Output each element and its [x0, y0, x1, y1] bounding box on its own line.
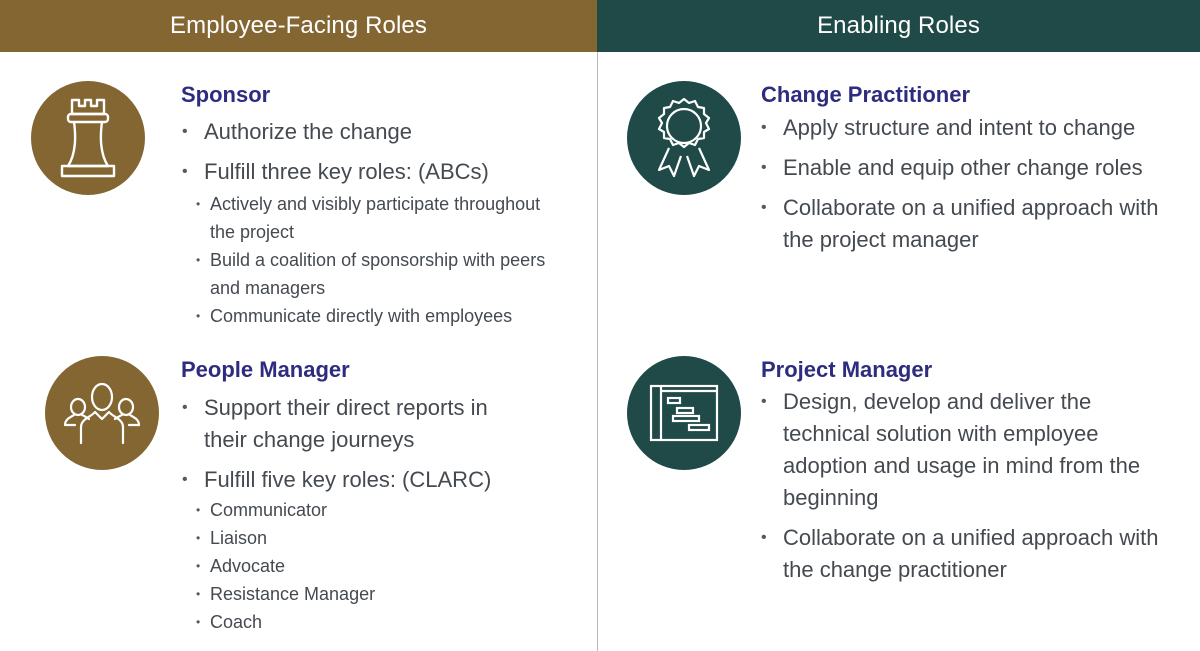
gantt-chart-icon	[649, 384, 719, 442]
chess-rook-icon	[56, 96, 120, 180]
enabling-roles-header: Enabling Roles	[597, 0, 1200, 52]
project-manager-title: Project Manager	[761, 357, 933, 382]
list-item: Resistance Manager	[196, 580, 522, 608]
list-item: Fulfill three key roles: (ABCs) Actively…	[182, 156, 582, 330]
people-manager-clarc-sub-bullets: Communicator Liaison Advocate Resistance…	[196, 496, 522, 636]
enabling-roles-title: Enabling Roles	[817, 12, 980, 39]
employee-facing-roles-header: Employee-Facing Roles	[0, 0, 597, 52]
sponsor-title: Sponsor	[181, 82, 271, 107]
list-item: Collaborate on a unified approach with t…	[761, 192, 1163, 256]
list-item: Apply structure and intent to change	[761, 112, 1181, 144]
list-item: Liaison	[196, 524, 522, 552]
list-item: Collaborate on a unified approach with t…	[761, 522, 1163, 586]
change-practitioner-bullets: Apply structure and intent to change Ena…	[761, 112, 1181, 264]
people-manager-title: People Manager	[181, 357, 350, 382]
list-item: Actively and visibly participate through…	[196, 190, 556, 246]
sponsor-abc-sub-bullets: Actively and visibly participate through…	[196, 190, 556, 330]
project-manager-icon-badge	[627, 356, 741, 470]
list-item: Communicate directly with employees	[196, 302, 556, 330]
sponsor-bullets: Authorize the change Fulfill three key r…	[182, 116, 582, 330]
list-item: Build a coalition of sponsorship with pe…	[196, 246, 556, 302]
project-manager-bullets: Design, develop and deliver the technica…	[761, 386, 1161, 594]
list-item: Coach	[196, 608, 522, 636]
change-practitioner-title: Change Practitioner	[761, 82, 971, 107]
sponsor-icon-badge	[31, 81, 145, 195]
people-group-icon	[61, 381, 143, 445]
people-manager-bullets: Support their direct reports in their ch…	[182, 392, 522, 636]
change-practitioner-icon-badge	[627, 81, 741, 195]
employee-facing-roles-title: Employee-Facing Roles	[170, 12, 427, 39]
list-item: Communicator	[196, 496, 522, 524]
list-item: Advocate	[196, 552, 522, 580]
award-ribbon-icon	[649, 96, 719, 180]
list-item: Fulfill five key roles: (CLARC) Communic…	[182, 464, 522, 636]
people-manager-icon-badge	[45, 356, 159, 470]
list-item: Design, develop and deliver the technica…	[761, 386, 1153, 514]
column-divider	[597, 52, 598, 651]
list-item: Enable and equip other change roles	[761, 152, 1181, 184]
list-item: Authorize the change	[182, 116, 582, 148]
list-item: Support their direct reports in their ch…	[182, 392, 522, 456]
